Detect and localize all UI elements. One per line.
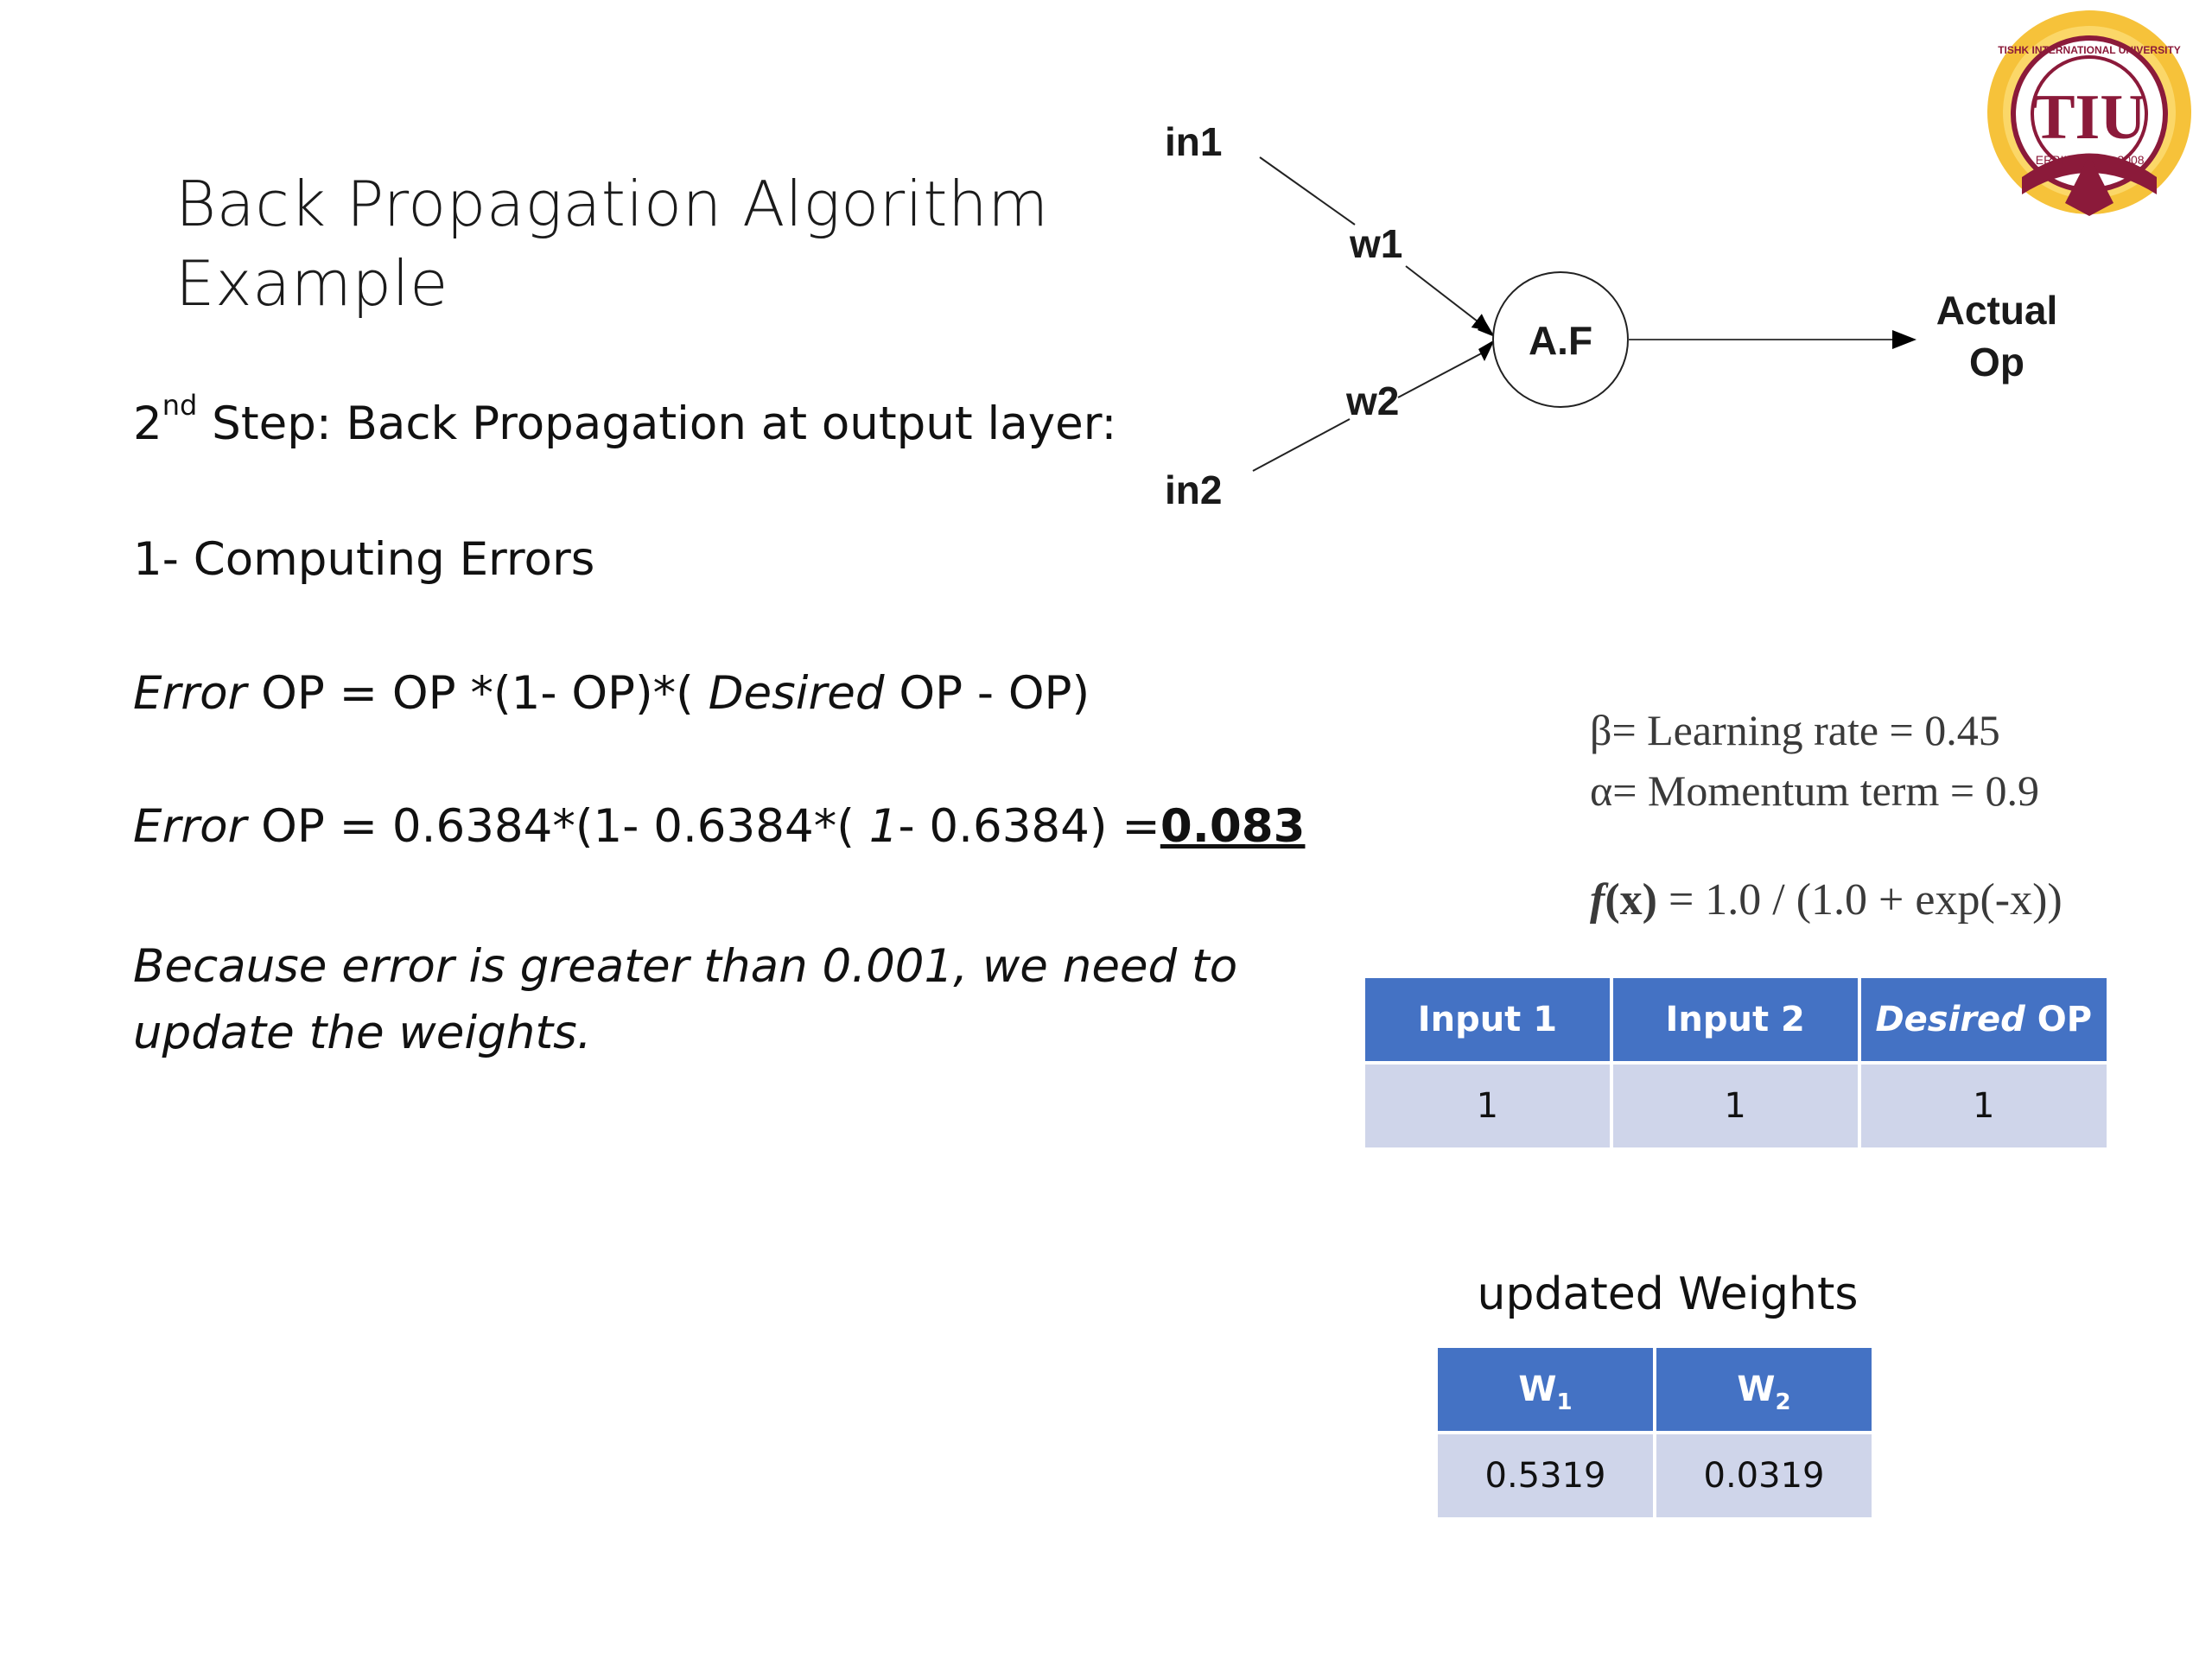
header-w1: W1	[1434, 1344, 1656, 1434]
inputs-table: Input 1 Input 2 Desired OP 1 1 1	[1362, 975, 2111, 1151]
header-w2: W2	[1653, 1344, 1875, 1434]
table-row: 0.5319 0.0319	[1434, 1431, 1875, 1521]
cell-input-2: 1	[1609, 1061, 1861, 1151]
calc-one: 1	[868, 800, 899, 853]
activation-function: f(x) = 1.0 / (1.0 + exp(-x))	[1590, 874, 2063, 925]
arrow-head-w1	[1478, 320, 1495, 337]
svg-text:TISHK INTERNATIONAL UNIVERSITY: TISHK INTERNATIONAL UNIVERSITY	[1998, 44, 2181, 56]
step-text: Step: Back Propagation at output layer:	[197, 397, 1117, 450]
updated-weights-title: updated Weights	[1477, 1268, 1859, 1320]
weights-header-row: W1 W2	[1434, 1344, 1875, 1434]
arrow-head-w2	[1478, 340, 1495, 361]
fx-rest: = 1.0 / (1.0 + exp(-x))	[1656, 875, 2063, 925]
computing-errors-heading: 1- Computing Errors	[133, 533, 595, 586]
slide-title: Back Propagation Algorithm Example	[175, 164, 1212, 323]
university-logo: TIU ERBIL 2008 TISHK INTERNATIONAL UNIVE…	[1987, 10, 2191, 216]
label-output-2: Op	[1969, 340, 2024, 385]
neuron-diagram: in1 w1 w2 in2 A.F Actual Op	[1165, 119, 2058, 512]
formula-op-part: OP = OP *(1- OP)*(	[246, 667, 709, 720]
title-line-1: Back Propagation Algorithm	[175, 168, 1049, 240]
header-input-1: Input 1	[1362, 975, 1613, 1065]
edge-w2	[1397, 349, 1489, 398]
label-w2: w2	[1345, 378, 1399, 423]
label-node: A.F	[1529, 318, 1592, 363]
weights-table: W1 W2 0.5319 0.0319	[1434, 1344, 1875, 1521]
step-ordinal-suffix: nd	[162, 389, 198, 422]
label-output-1: Actual	[1936, 288, 2058, 333]
error-calculation: Error OP = 0.6384*(1- 0.6384*( 1- 0.6384…	[133, 800, 1305, 853]
edge-in1	[1259, 156, 1356, 226]
step-number: 2	[133, 397, 162, 450]
momentum-term: α= Momentum term = 0.9	[1590, 766, 2040, 815]
error-word: Error	[133, 667, 247, 720]
because-line-1: Because error is greater than 0.001, we …	[133, 940, 1238, 993]
edge-w1	[1405, 265, 1491, 332]
error-formula: Error OP = OP *(1- OP)*( Desired OP - OP…	[133, 667, 1090, 720]
fx-f: f	[1590, 875, 1605, 925]
cell-w1: 0.5319	[1434, 1431, 1656, 1521]
cell-desired-op: 1	[1857, 1061, 2111, 1151]
because-note: Because error is greater than 0.001, we …	[133, 933, 1256, 1066]
label-in2: in2	[1165, 467, 1222, 512]
because-line-2: update the weights.	[133, 1007, 592, 1059]
svg-text:ERBIL: ERBIL	[2036, 153, 2071, 167]
formula-tail: OP - OP)	[884, 667, 1090, 720]
header-input-2: Input 2	[1609, 975, 1861, 1065]
fx-x: (x)	[1605, 875, 1657, 925]
learning-rate: β= Learning rate = 0.45	[1590, 706, 2000, 754]
table-row: 1 1 1	[1362, 1061, 2111, 1151]
calc-op-part: OP = 0.6384*(1- 0.6384*(	[246, 800, 869, 853]
cell-w2: 0.0319	[1653, 1431, 1875, 1521]
error-word: Error	[133, 800, 247, 853]
svg-text:TIU: TIU	[2032, 82, 2146, 153]
inputs-header-row: Input 1 Input 2 Desired OP	[1362, 975, 2111, 1065]
label-in1: in1	[1165, 119, 1222, 164]
arrow-head-output	[1892, 330, 1916, 349]
learning-parameters: β= Learning rate = 0.45 α= Momentum term…	[1590, 700, 2039, 821]
desired-word: Desired	[708, 667, 885, 720]
desired-italic: Desired	[1875, 1000, 2025, 1039]
calc-tail: - 0.6384) =	[898, 800, 1160, 853]
title-line-2: Example	[175, 247, 448, 320]
header-desired-op: Desired OP	[1857, 975, 2111, 1065]
cell-input-1: 1	[1362, 1061, 1613, 1151]
edge-in2	[1252, 418, 1351, 472]
step-heading: 2nd Step: Back Propagation at output lay…	[133, 391, 1117, 450]
label-w1: w1	[1349, 221, 1402, 266]
svg-text:2008: 2008	[2117, 153, 2144, 167]
desired-rest: OP	[2024, 1000, 2093, 1039]
error-result: 0.083	[1160, 800, 1306, 853]
